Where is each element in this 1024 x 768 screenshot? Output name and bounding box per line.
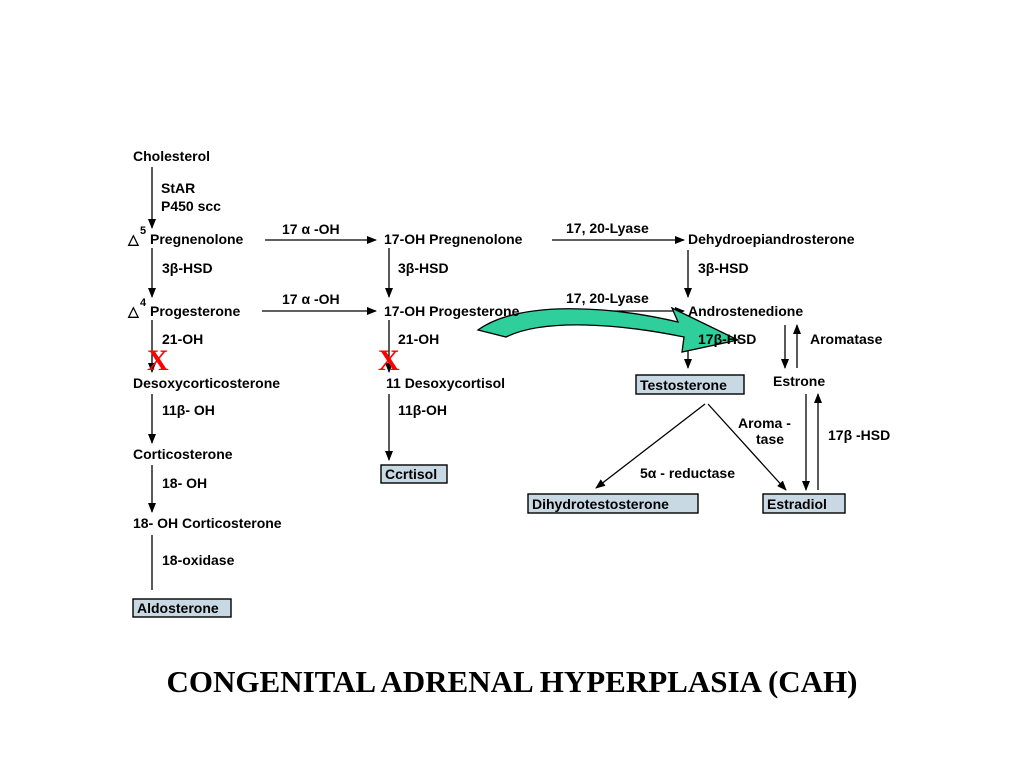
enzyme-17-20-lyase-2: 17, 20-Lyase	[566, 290, 649, 306]
node-estrone: Estrone	[773, 373, 825, 389]
testosterone-box	[635, 374, 745, 395]
enzyme-aroma-line1: Aroma -	[738, 415, 791, 431]
node-pregnenolone-prefix: △	[127, 231, 140, 247]
enzyme-18-oxidase: 18-oxidase	[162, 552, 235, 568]
node-18-oh-corticosterone: 18- OH Corticosterone	[133, 515, 282, 531]
node-dihydrotestosterone: Dihydrotestosterone	[532, 496, 669, 512]
enzyme-17b-hsd-2: 17β -HSD	[828, 427, 890, 443]
node-progesterone-prefix: △	[127, 303, 140, 319]
node-17-oh-pregnenolone: 17-OH Pregnenolone	[384, 231, 523, 247]
node-testosterone: Testosterone	[640, 377, 727, 393]
node-desoxycorticosterone: Desoxycorticosterone	[133, 375, 280, 391]
enzyme-17a-oh-1: 17 α -OH	[282, 221, 340, 237]
node-estradiol: Estradiol	[767, 496, 827, 512]
enzyme-aromatase: Aromatase	[810, 331, 883, 347]
arrow-testosterone-estradiol	[707, 403, 787, 491]
enzyme-aroma-line2: tase	[756, 431, 784, 447]
node-aldosterone: Aldosterone	[137, 600, 219, 616]
cortisol-box	[380, 464, 448, 484]
node-cholesterol: Cholesterol	[133, 148, 210, 164]
estradiol-box	[762, 493, 846, 514]
enzyme-18-oh: 18- OH	[162, 475, 207, 491]
enzyme-3b-hsd-1: 3β-HSD	[162, 260, 213, 276]
slide-title: CONGENITAL ADRENAL HYPERPLASIA (CAH)	[166, 664, 858, 699]
arrow-testosterone-dht	[595, 403, 706, 489]
node-11-desoxycortisol: 11 Desoxycortisol	[386, 375, 505, 391]
node-progesterone-sup: 4	[140, 297, 147, 309]
enzyme-3b-hsd-2: 3β-HSD	[398, 260, 449, 276]
enzyme-11b-oh-1: 11β- OH	[162, 402, 215, 418]
aldosterone-box	[132, 598, 232, 618]
enzyme-p450scc: P450 scc	[161, 198, 221, 214]
node-pregnenolone-sup: 5	[140, 225, 146, 237]
node-17-oh-progesterone: 17-OH Progesterone	[384, 303, 520, 319]
node-pregnenolone: Pregnenolone	[150, 231, 244, 247]
block-marker-21-oh-2: X	[378, 344, 400, 377]
node-androstenedione: Androstenedione	[688, 303, 803, 319]
enzyme-3b-hsd-3: 3β-HSD	[698, 260, 749, 276]
block-marker-21-oh-1: X	[147, 344, 169, 377]
enzyme-11b-oh-2: 11β-OH	[398, 402, 447, 418]
enzyme-17b-hsd-1: 17β-HSD	[698, 331, 756, 347]
enzyme-17a-oh-2: 17 α -OH	[282, 291, 340, 307]
enzyme-star: StAR	[161, 180, 195, 196]
androgen-shunt-arrow	[476, 306, 740, 353]
node-cortisol: Ccrtisol	[385, 466, 437, 482]
enzyme-5a-reductase: 5α - reductase	[640, 465, 735, 481]
node-progesterone: Progesterone	[150, 303, 240, 319]
enzyme-21-oh-2: 21-OH	[398, 331, 439, 347]
enzyme-17-20-lyase-1: 17, 20-Lyase	[566, 220, 649, 236]
dht-box	[527, 493, 699, 514]
steroidogenesis-pathway-diagram: Cholesterol StAR P450 scc △ 5 Pregnenolo…	[127, 148, 890, 618]
node-corticosterone: Corticosterone	[133, 446, 233, 462]
enzyme-21-oh-1: 21-OH	[162, 331, 203, 347]
node-dhea: Dehydroepiandrosterone	[688, 231, 855, 247]
